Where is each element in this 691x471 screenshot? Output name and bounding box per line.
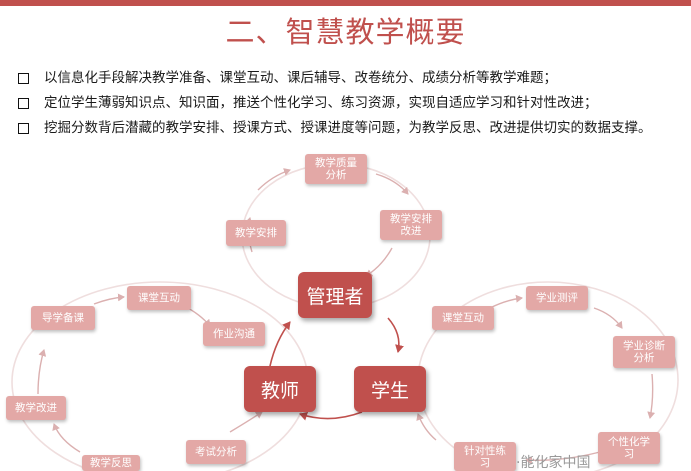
role-arrow: [299, 411, 363, 421]
bullet-item: 定位学生薄弱知识点、知识面，推送个性化学习、练习资源，实现自适应学习和针对性改进…: [18, 91, 678, 116]
teacher-block: 教师: [244, 366, 316, 412]
node-learning-diagnosis-analysis: 学业诊断 分析: [613, 336, 675, 368]
square-bullet-icon: [18, 98, 29, 109]
node-teacher-classroom-interaction: 课堂互动: [127, 286, 191, 310]
cycle-arrow: [93, 293, 125, 305]
cycle-arrow: [229, 411, 263, 433]
bullet-text: 以信息化手段解决教学准备、课堂互动、课后辅导、改卷统分、成绩分析等教学难题；: [44, 70, 557, 86]
node-learning-assessment: 学业测评: [526, 286, 588, 310]
node-student-classroom-interaction: 课堂互动: [432, 306, 494, 330]
bullet-item: 挖掘分数背后潜藏的教学安排、授课方式、授课进度等问题，为教学反思、改进提供切实的…: [18, 116, 678, 141]
cycle-arrow: [525, 451, 601, 465]
top-accent-bar: [0, 0, 691, 6]
role-arrow: [269, 321, 291, 367]
page-title: 二、智慧教学概要: [225, 15, 466, 49]
student-block: 学生: [354, 366, 426, 412]
cycle-arrow: [365, 247, 393, 277]
node-guided-lesson-prep: 导学备课: [31, 306, 95, 330]
node-teaching-improvement: 教学改进: [6, 396, 66, 420]
cycle-arrow: [647, 373, 656, 419]
cycle-arrow: [375, 173, 409, 195]
cycle-arrow: [257, 168, 291, 191]
node-exam-analysis: 考试分析: [186, 440, 246, 464]
bullet-item: 以信息化手段解决教学准备、课堂互动、课后辅导、改卷统分、成绩分析等教学难题；: [18, 66, 678, 91]
bullet-list: 以信息化手段解决教学准备、课堂互动、课后辅导、改卷统分、成绩分析等教学难题； 定…: [18, 66, 678, 141]
node-homework-communication: 作业沟通: [203, 322, 265, 346]
node-personalized-learning: 个性化学 习: [598, 432, 660, 464]
cycle-arrow: [52, 423, 81, 453]
node-teaching-arrangement: 教学安排: [226, 220, 286, 246]
cycle-arrow: [593, 307, 623, 329]
manager-block: 管理者: [298, 272, 372, 318]
node-teaching-quality-analysis: 教学质量 分析: [305, 154, 367, 184]
watermark-text: ·能化家中国: [516, 455, 591, 471]
bullet-text: 定位学生薄弱知识点、知识面，推送个性化学习、练习资源，实现自适应学习和针对性改进…: [44, 95, 598, 111]
square-bullet-icon: [18, 73, 29, 84]
cycle-arrow: [489, 294, 523, 309]
cycle-arrow: [37, 349, 47, 395]
bullet-text: 挖掘分数背后潜藏的教学安排、授课方式、授课进度等问题，为教学反思、改进提供切实的…: [44, 120, 652, 136]
role-arrow: [387, 317, 404, 353]
node-teaching-reflection: 教学反思: [82, 455, 140, 471]
node-teaching-arrangement-improve: 教学安排 改进: [380, 210, 442, 240]
square-bullet-icon: [18, 123, 29, 134]
node-targeted-practice: 针对性练 习: [454, 442, 516, 471]
cycle-arrow: [416, 413, 437, 441]
